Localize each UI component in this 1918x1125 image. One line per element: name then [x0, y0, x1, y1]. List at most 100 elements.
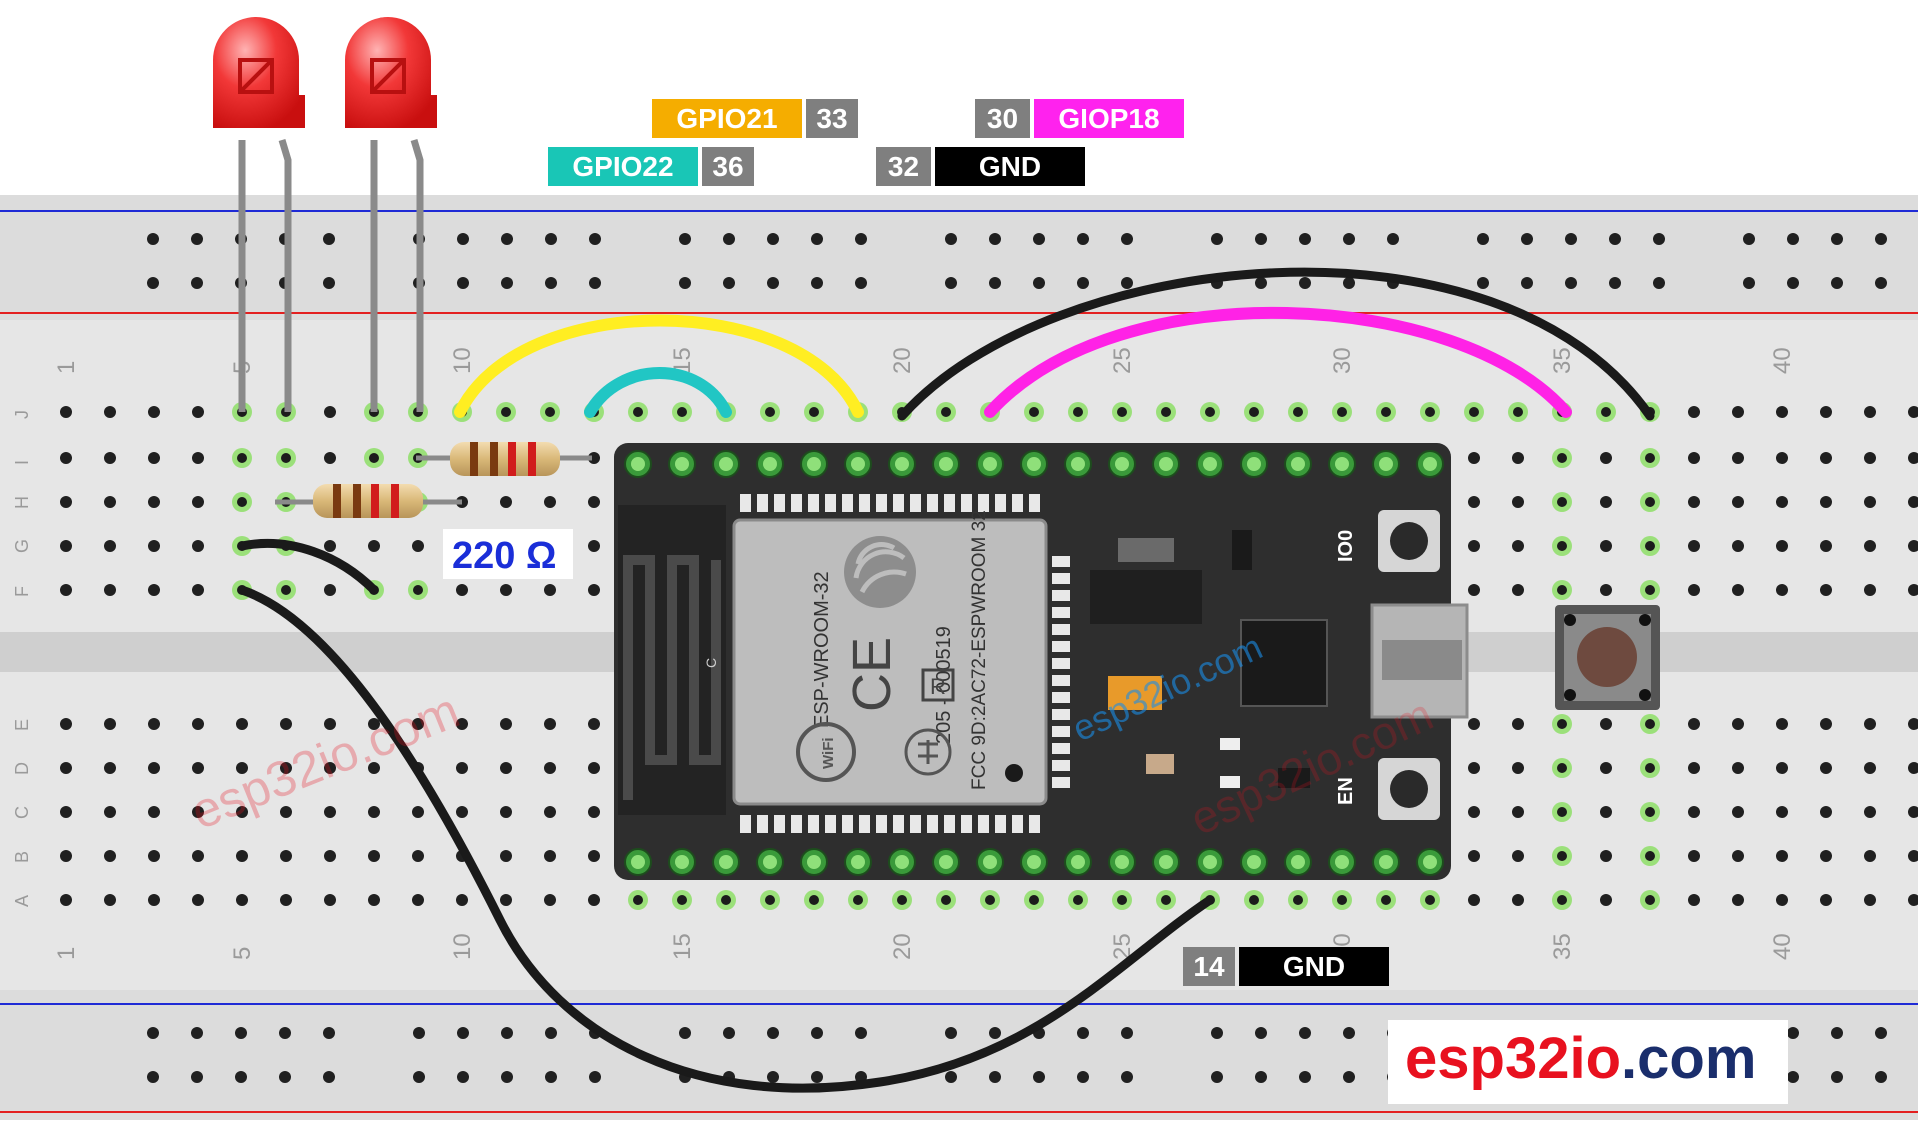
rail-hole — [1565, 233, 1577, 245]
rail-hole — [1343, 277, 1355, 289]
castellation — [825, 815, 836, 833]
button-en[interactable] — [1378, 758, 1440, 820]
breadboard-hole — [1732, 452, 1744, 464]
breadboard-hole — [413, 585, 423, 595]
breadboard-hole — [324, 850, 336, 862]
breadboard-hole — [192, 762, 204, 774]
rail-hole — [1299, 233, 1311, 245]
rail-hole — [589, 1071, 601, 1083]
wire-gnd-bottom — [237, 585, 1215, 1093]
breadboard-hole — [236, 718, 248, 730]
rail-hole — [945, 233, 957, 245]
breadboard-hole — [1512, 496, 1524, 508]
rail-hole — [767, 277, 779, 289]
breadboard-hole — [369, 453, 379, 463]
rail-hole — [1565, 277, 1577, 289]
breadboard-hole — [633, 407, 643, 417]
breadboard-hole — [237, 453, 247, 463]
castellation — [944, 815, 955, 833]
rail-hole — [1875, 233, 1887, 245]
header-pin — [1423, 457, 1437, 471]
breadboard-hole — [1600, 452, 1612, 464]
breadboard-hole — [236, 806, 248, 818]
rail-hole — [1521, 277, 1533, 289]
breadboard-hole — [588, 850, 600, 862]
rail-hole — [1121, 1071, 1133, 1083]
header-pin — [1027, 457, 1041, 471]
breadboard-hole — [368, 718, 380, 730]
rail-hole — [191, 1027, 203, 1039]
rail-hole — [501, 277, 513, 289]
column-number: 30 — [1329, 347, 1356, 374]
wire-gpio21 — [454, 314, 864, 418]
rail-hole — [1255, 277, 1267, 289]
rail-hole — [989, 1027, 1001, 1039]
row-letter: F — [12, 586, 32, 597]
usb-uart-chip — [1240, 619, 1328, 707]
breadboard-hole — [280, 850, 292, 862]
breadboard-hole — [324, 718, 336, 730]
wire-gnd-top — [897, 267, 1655, 421]
header-pin — [1203, 457, 1217, 471]
rail-hole — [723, 277, 735, 289]
breadboard-hole — [1820, 718, 1832, 730]
pin-name: GND — [979, 151, 1041, 182]
pin-number: 14 — [1193, 951, 1225, 982]
breadboard-hole — [1600, 540, 1612, 552]
breadboard-hole — [1512, 540, 1524, 552]
breadboard-hole — [280, 894, 292, 906]
button-io0[interactable] — [1378, 510, 1440, 572]
regulator-chip — [1090, 570, 1202, 624]
breadboard-hole — [588, 894, 600, 906]
pin1-dot — [1005, 764, 1023, 782]
wire-gpio22 — [584, 367, 732, 418]
breadboard-hole — [1468, 762, 1480, 774]
row-letter: J — [12, 410, 32, 419]
castellation — [876, 815, 887, 833]
rail-hole — [1387, 233, 1399, 245]
column-number: 1 — [53, 947, 80, 960]
castellation — [961, 494, 972, 512]
castellation — [1052, 590, 1070, 601]
breadboard-hole — [60, 850, 72, 862]
breadboard-hole — [1864, 718, 1876, 730]
breadboard-hole — [544, 894, 556, 906]
breadboard-hole — [588, 584, 600, 596]
push-button[interactable] — [1555, 605, 1660, 710]
breadboard-hole — [368, 850, 380, 862]
wroom-shield — [732, 518, 1048, 806]
breadboard-hole — [941, 407, 951, 417]
breadboard-hole — [456, 718, 468, 730]
castellation — [1052, 556, 1070, 567]
rail-hole — [1787, 1027, 1799, 1039]
header-pin — [1071, 855, 1085, 869]
row-letter: I — [12, 460, 32, 465]
breadboard-hole — [1117, 895, 1127, 905]
rail-hole — [1299, 277, 1311, 289]
castellation — [978, 494, 989, 512]
breadboard-hole — [324, 406, 336, 418]
breadboard-hole — [1908, 496, 1918, 508]
breadboard-hole — [1776, 496, 1788, 508]
castellation — [1052, 743, 1070, 754]
breadboard-hole — [500, 496, 512, 508]
castellation — [1052, 624, 1070, 635]
breadboard-hole — [412, 850, 424, 862]
breadboard-hole — [60, 718, 72, 730]
breadboard-hole — [1732, 584, 1744, 596]
breadboard-hole — [1645, 585, 1655, 595]
rail-hole — [413, 1027, 425, 1039]
breadboard-hole — [104, 762, 116, 774]
breadboard-hole — [1601, 407, 1611, 417]
rail-hole — [1787, 233, 1799, 245]
breadboard-hole — [148, 496, 160, 508]
breadboard-hole — [1864, 584, 1876, 596]
castellation — [893, 494, 904, 512]
column-number: 35 — [1549, 347, 1576, 374]
breadboard-hole — [1600, 806, 1612, 818]
transistor — [1278, 768, 1310, 788]
push-button-cap[interactable] — [1577, 627, 1637, 687]
breadboard-hole — [500, 762, 512, 774]
